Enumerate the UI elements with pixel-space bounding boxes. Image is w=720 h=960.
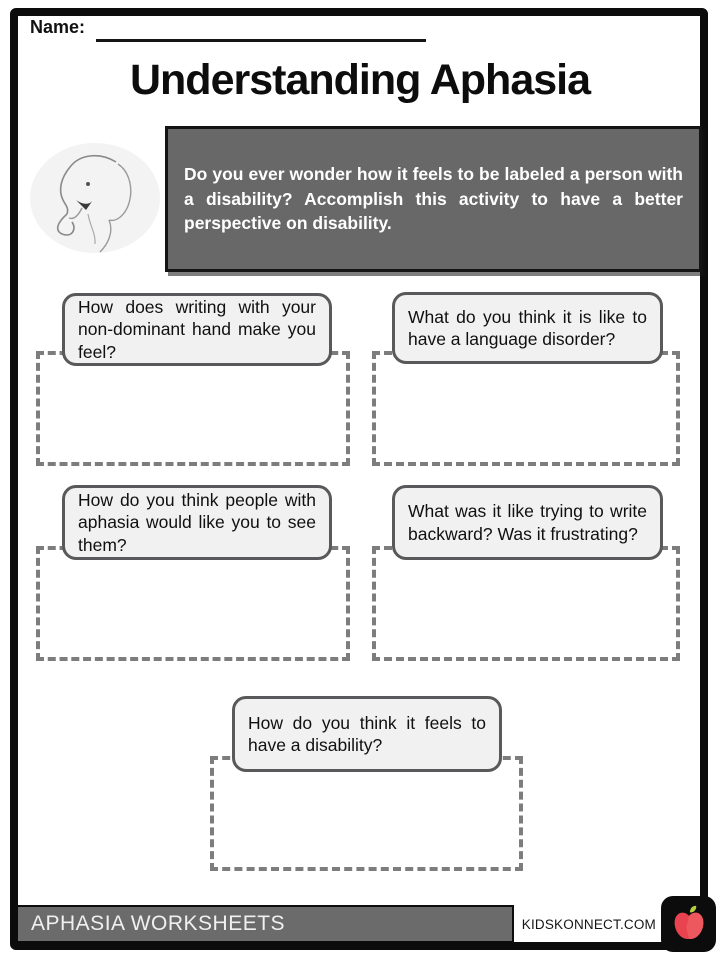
name-label: Name: — [30, 17, 86, 37]
answer-area-4[interactable] — [372, 546, 680, 661]
question-bubble-3: How do you think people with aphasia wou… — [62, 485, 332, 560]
footer-title: APHASIA WORKSHEETS — [31, 912, 286, 935]
apple-logo-tile — [661, 896, 716, 952]
page-title: Understanding Aphasia — [129, 56, 591, 104]
question-bubble-5: How do you think it feels to have a disa… — [232, 696, 502, 772]
elephant-illustration-icon — [30, 143, 160, 253]
question-text-1: How does writing with your non-dominant … — [78, 297, 316, 362]
question-bubble-1: How does writing with your non-dominant … — [62, 293, 332, 366]
question-text-4: What was it like trying to write backwar… — [408, 501, 647, 544]
question-text-5: How do you think it feels to have a disa… — [248, 712, 486, 755]
footer-title-bar: APHASIA WORKSHEETS — [16, 905, 514, 943]
question-bubble-2: What do you think it is like to have a l… — [392, 292, 663, 364]
answer-area-1[interactable] — [36, 351, 350, 466]
name-fill-in-line[interactable] — [96, 39, 426, 42]
instruction-panel: Do you ever wonder how it feels to be la… — [165, 126, 702, 272]
answer-area-2[interactable] — [372, 351, 680, 466]
question-text-3: How do you think people with aphasia wou… — [78, 490, 316, 555]
question-bubble-4: What was it like trying to write backwar… — [392, 485, 663, 560]
name-row: Name: — [30, 17, 85, 38]
answer-area-5[interactable] — [210, 756, 523, 871]
instruction-text: Do you ever wonder how it feels to be la… — [184, 164, 683, 234]
answer-area-3[interactable] — [36, 546, 350, 661]
question-text-2: What do you think it is like to have a l… — [408, 306, 647, 349]
site-label: KIDSKONNECT.COM — [521, 917, 656, 932]
apple-icon — [674, 905, 703, 939]
